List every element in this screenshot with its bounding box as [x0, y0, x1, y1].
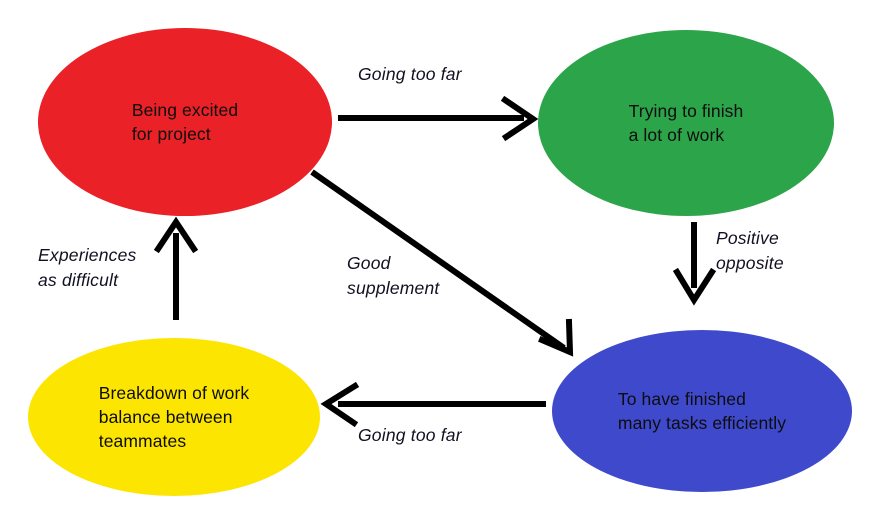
node-green-label: Trying to finish a lot of work — [628, 100, 744, 145]
node-blue-label: To have finished many tasks efficiently — [617, 388, 787, 433]
arrow-green-to-blue — [672, 222, 717, 306]
edge-label-going-too-far-top: Going too far — [358, 64, 462, 84]
edge-label-experiences-as-difficult: Experiences as difficult — [38, 245, 137, 290]
node-being-excited-for-project[interactable]: Being excited for project — [38, 28, 332, 216]
edge-label-positive-opposite: Positive opposite — [716, 228, 784, 273]
node-trying-to-finish-a-lot-of-work[interactable]: Trying to finish a lot of work — [538, 30, 834, 216]
arrow-yellow-to-red — [153, 216, 199, 320]
arrow-blue-to-yellow — [320, 381, 546, 428]
node-to-have-finished-many-tasks-efficiently[interactable]: To have finished many tasks efficiently — [552, 330, 852, 492]
arrow-red-to-green — [338, 95, 539, 142]
node-red-label: Being excited for project — [131, 99, 239, 144]
node-yellow-label: Breakdown of work balance between teamma… — [98, 382, 250, 452]
edge-label-going-too-far-bottom: Going too far — [358, 425, 462, 445]
edge-label-good-supplement: Good supplement — [347, 253, 440, 298]
node-breakdown-of-work-balance-between-teammates[interactable]: Breakdown of work balance between teamma… — [28, 338, 320, 496]
